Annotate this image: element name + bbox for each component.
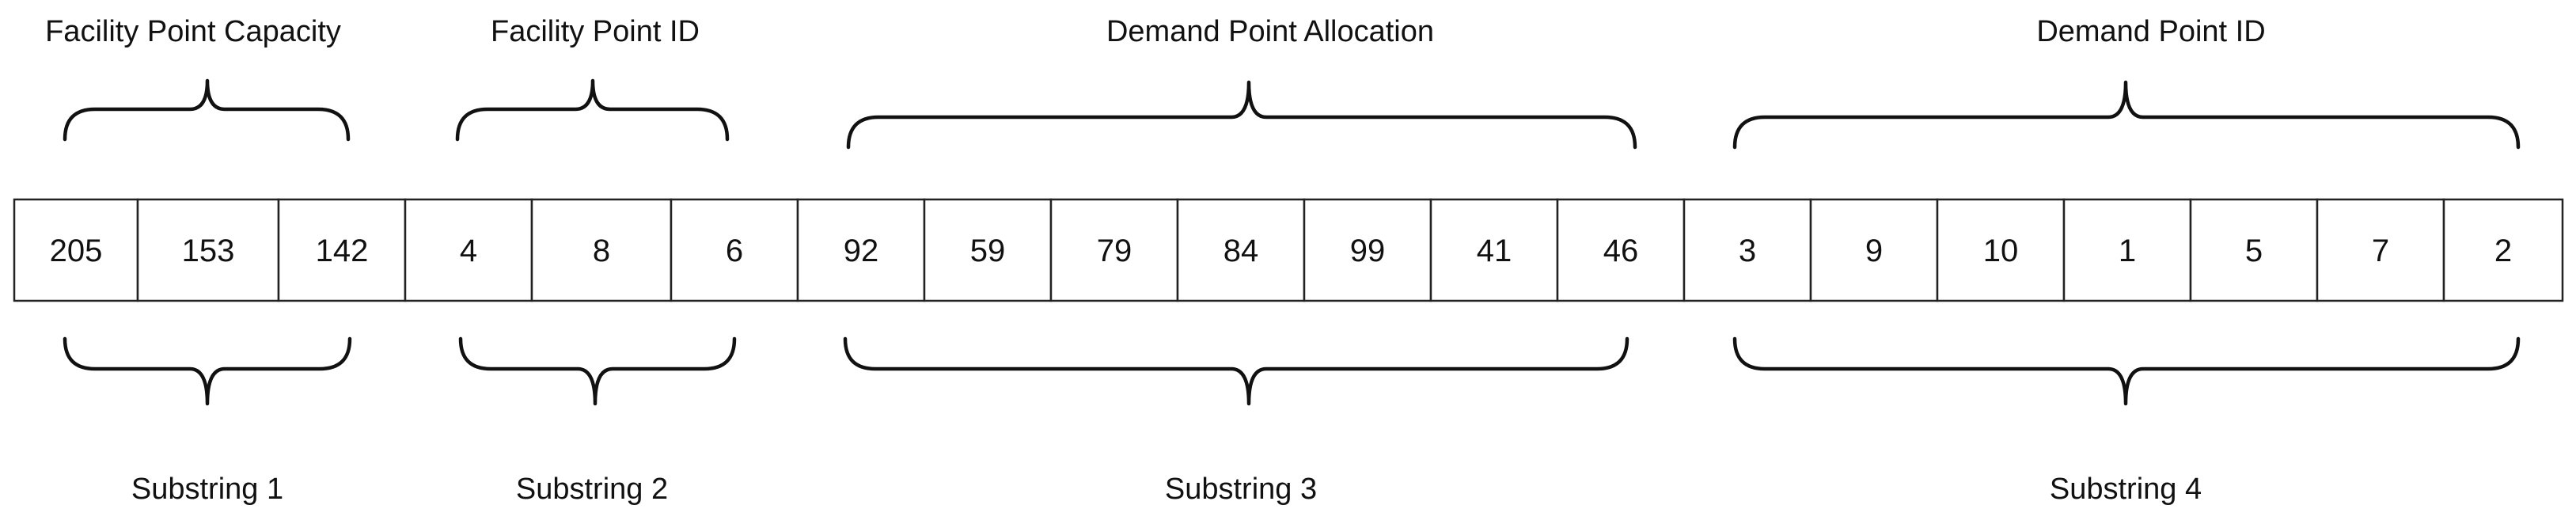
cells-facility-capacity: 205 153 142: [13, 198, 407, 302]
substring-label-2: Substring 2: [516, 473, 668, 506]
bottom-brace-facility-id: [458, 336, 737, 406]
top-brace-demand-allocation: [846, 80, 1637, 150]
cell-box: [2442, 198, 2564, 302]
top-brace-facility-capacity: [63, 78, 351, 142]
cells-facility-id: 4 8 6: [404, 198, 799, 302]
cell-box: [1049, 198, 1179, 302]
cell-box: [277, 198, 407, 302]
bottom-brace-facility-capacity: [63, 336, 352, 406]
cell-value: 153: [182, 234, 235, 268]
cells-demand-id: 3 9 10 1 5 7 2: [1683, 198, 2564, 302]
cell-value: 1: [2119, 234, 2136, 268]
bottom-brace-demand-allocation: [843, 336, 1629, 406]
field-label-demand-allocation: Demand Point Allocation: [1106, 15, 1434, 48]
cell-value: 9: [1865, 234, 1883, 268]
cell-box: [13, 198, 139, 302]
cell-value: 84: [1224, 234, 1259, 268]
cell-value: 205: [50, 234, 103, 268]
cells-demand-allocation: 92 59 79 84 99 41 46: [796, 198, 1686, 302]
cell-box: [2189, 198, 2319, 302]
segment-demand-id: Demand Point ID 3 9 10 1 5 7 2 Substring…: [1683, 15, 2564, 506]
cell-box: [1429, 198, 1559, 302]
cell-value: 92: [844, 234, 879, 268]
cell-value: 41: [1477, 234, 1512, 268]
segment-facility-id: Facility Point ID 4 8 6 Substring 2: [404, 15, 799, 506]
field-label-facility-id: Facility Point ID: [491, 15, 700, 48]
cell-box: [2062, 198, 2192, 302]
cell-box: [1936, 198, 2066, 302]
cell-box: [1683, 198, 1812, 302]
cell-value: 46: [1603, 234, 1639, 268]
cell-box: [923, 198, 1053, 302]
cell-value: 99: [1350, 234, 1386, 268]
cell-value: 5: [2245, 234, 2263, 268]
cell-value: 10: [1983, 234, 2019, 268]
field-label-facility-capacity: Facility Point Capacity: [45, 15, 341, 48]
cell-box: [2316, 198, 2445, 302]
cell-value: 59: [970, 234, 1006, 268]
cell-box: [1176, 198, 1306, 302]
segment-demand-allocation: Demand Point Allocation 92 59 79 84 99 4…: [796, 15, 1686, 506]
cell-box: [796, 198, 926, 302]
substring-label-4: Substring 4: [2050, 473, 2202, 506]
substring-label-3: Substring 3: [1165, 473, 1317, 506]
bottom-brace-demand-id: [1732, 336, 2521, 406]
top-brace-facility-id: [455, 78, 730, 142]
cell-value: 142: [316, 234, 369, 268]
field-label-demand-id: Demand Point ID: [2036, 15, 2265, 48]
segment-facility-capacity: Facility Point Capacity 205 153 142 Subs…: [13, 15, 407, 506]
cell-box: [670, 198, 799, 302]
cell-box: [1556, 198, 1686, 302]
cell-box: [530, 198, 673, 302]
cell-value: 79: [1097, 234, 1132, 268]
top-brace-demand-id: [1732, 80, 2521, 150]
cell-value: 3: [1739, 234, 1756, 268]
cell-value: 4: [460, 234, 477, 268]
cell-box: [136, 198, 280, 302]
cell-value: 6: [726, 234, 743, 268]
substring-label-1: Substring 1: [131, 473, 283, 506]
cell-value: 7: [2372, 234, 2389, 268]
cell-value: 2: [2494, 234, 2512, 268]
cell-value: 8: [593, 234, 610, 268]
